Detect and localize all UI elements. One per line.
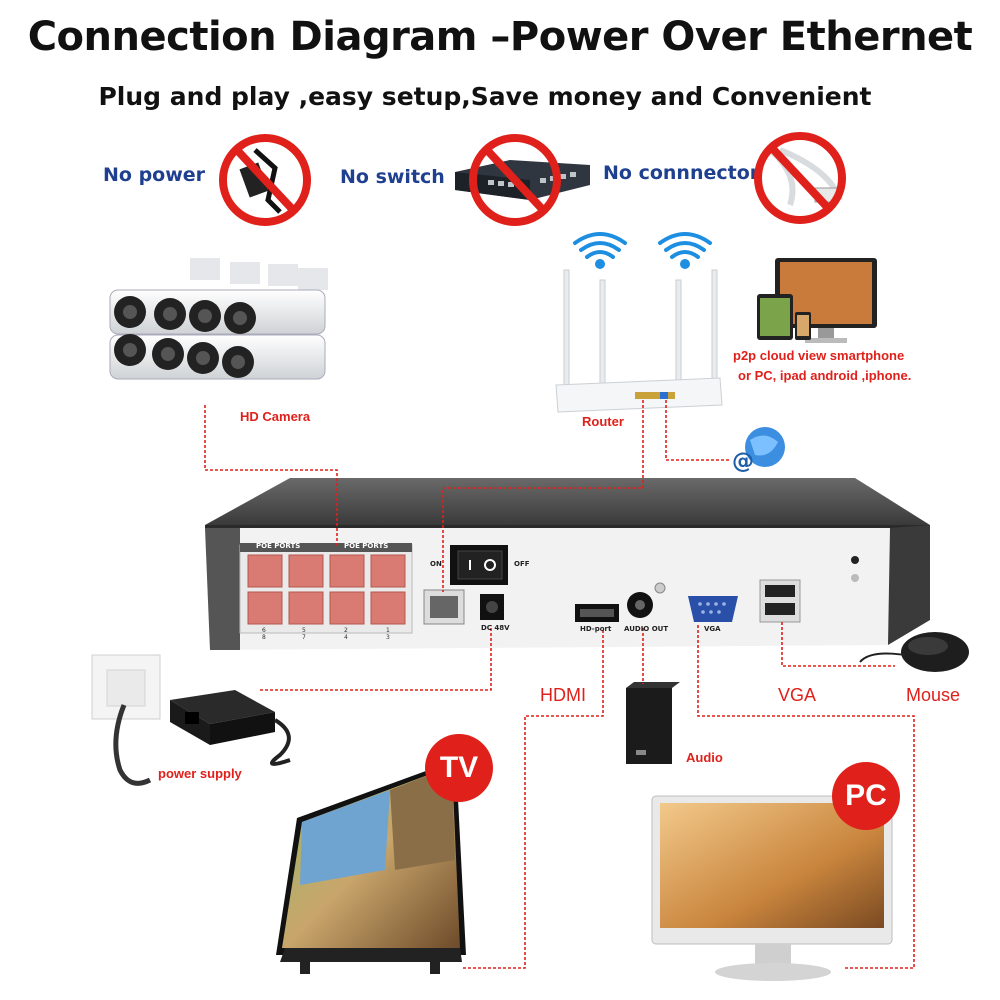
power-on-label: ON	[430, 560, 442, 568]
power-off-label: OFF	[514, 560, 530, 568]
router-label: Router	[582, 414, 624, 429]
no-power-icon	[219, 134, 311, 226]
camera-group-icon	[109, 258, 328, 380]
page-subtitle: Plug and play ,easy setup,Save money and…	[98, 82, 872, 111]
port-number: 6	[262, 627, 266, 634]
poe-ports-label-right: POE PORTS	[344, 542, 389, 550]
dc-label: DC 48V	[481, 624, 510, 632]
internet-globe-icon: @	[732, 427, 785, 474]
svg-text:@: @	[732, 449, 754, 474]
no-switch-label: No switch	[340, 166, 445, 188]
cloud-label-line1: p2p cloud view smartphone	[733, 348, 905, 363]
no-switch-icon	[455, 134, 590, 226]
page-title: Connection Diagram –Power Over Ethernet	[27, 14, 973, 60]
port-number: 8	[262, 634, 266, 641]
wall-socket-icon	[91, 654, 161, 786]
tv-icon	[276, 760, 466, 974]
hdmi-port-label: HD-port	[580, 625, 612, 633]
poe-ports-label-left: POE PORTS	[256, 542, 301, 550]
speaker-icon	[626, 682, 680, 764]
port-number: 7	[302, 634, 306, 641]
pc-monitor-icon	[651, 795, 893, 981]
port-number: 5	[302, 627, 306, 634]
cloud-devices-icon	[757, 258, 877, 343]
cloud-label-line2: or PC, ipad android ,iphone.	[738, 368, 912, 383]
connection-lines	[204, 400, 915, 969]
hdmi-label: HDMI	[540, 685, 586, 705]
port-number: 3	[386, 634, 390, 641]
power-supply-label: power supply	[158, 766, 242, 781]
audio-label: Audio	[686, 750, 723, 765]
no-power-label: No power	[103, 164, 206, 186]
port-number: 2	[344, 627, 348, 634]
nvr-device	[205, 478, 930, 650]
power-adapter-icon	[170, 690, 291, 766]
no-connector-label: No connnector	[603, 162, 760, 184]
tv-badge: TV	[425, 734, 493, 802]
mouse-icon	[859, 632, 969, 672]
camera-label: HD Camera	[240, 409, 311, 424]
vga-port-label: VGA	[704, 625, 721, 633]
mouse-label: Mouse	[906, 685, 961, 705]
wifi-icon	[573, 232, 712, 269]
audio-out-label: AUDIO OUT	[624, 625, 669, 633]
port-number: 4	[344, 634, 348, 641]
port-number: 1	[386, 627, 390, 634]
vga-label: VGA	[778, 685, 817, 705]
router-icon	[555, 269, 723, 413]
pc-badge: PC	[832, 762, 900, 830]
no-connector-icon	[754, 132, 846, 224]
